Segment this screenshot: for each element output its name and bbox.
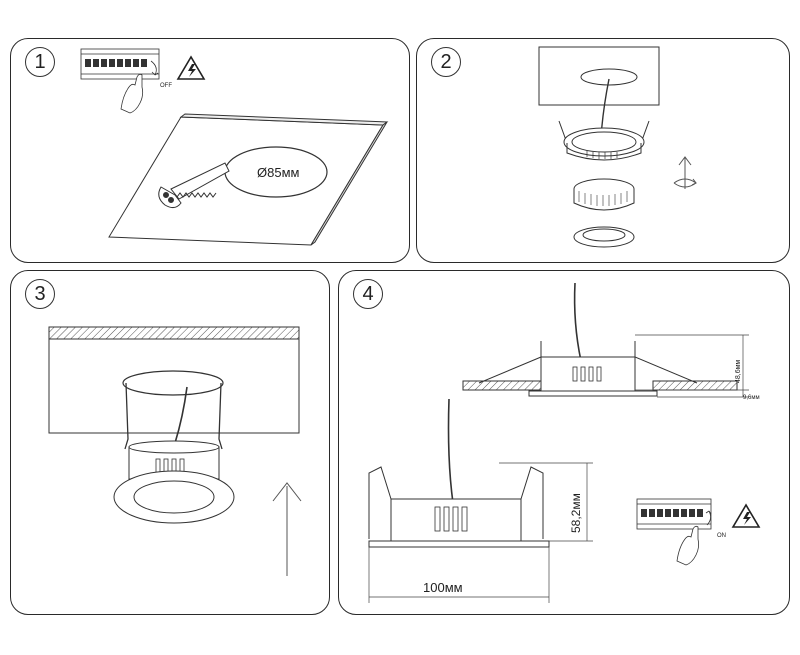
step-2-illustration [538,46,697,248]
installed-fixture [478,282,698,397]
standalone-fixture [368,398,550,548]
step-4-number: 4 [353,279,383,309]
trim-ring [573,226,635,248]
switch-off-label: OFF [160,83,172,89]
step-2-panel: 2 [416,38,790,263]
step-1-number: 1 [25,47,55,77]
step-1-illustration [80,48,389,246]
step-3-panel: 3 [10,270,330,615]
fixture-flange [113,470,235,524]
step-2-number: 2 [431,47,461,77]
ceiling-hole [580,68,638,86]
step-4-panel: 4 [338,270,790,615]
up-arrow-icon [272,482,302,576]
lamp-module [573,178,635,211]
saw-icon [158,162,230,209]
height-dimension-label: 58,2мм [569,493,583,533]
fixture-dimensions [368,462,593,603]
depth-dimension-label: 48,6мм [735,359,742,383]
step-4-illustration [368,282,761,603]
cut-diameter-label: Ø85мм [257,165,300,180]
hand-icon [120,73,144,114]
fixture-body [128,440,220,480]
power-wire [174,386,188,444]
step-3-number: 3 [25,279,55,309]
ceiling-hole [122,370,224,396]
depth-dimension [635,334,749,398]
electric-hazard-icon [176,55,206,80]
rotate-arrow-icon [673,178,697,188]
spring-clips [124,382,223,450]
hand-icon [676,525,700,566]
electric-hazard-icon [731,503,761,528]
switch-on-label: ON [717,533,726,539]
breaker-switch-icon [636,498,712,530]
fixture-frame [558,120,650,161]
up-arrow-icon [678,156,692,189]
breaker-switch-icon [80,48,160,80]
flange-dimension-label: 9,6мм [743,395,760,401]
width-dimension-label: 100мм [423,580,463,595]
step-3-illustration [48,326,302,576]
step-1-panel: 1 [10,38,410,263]
